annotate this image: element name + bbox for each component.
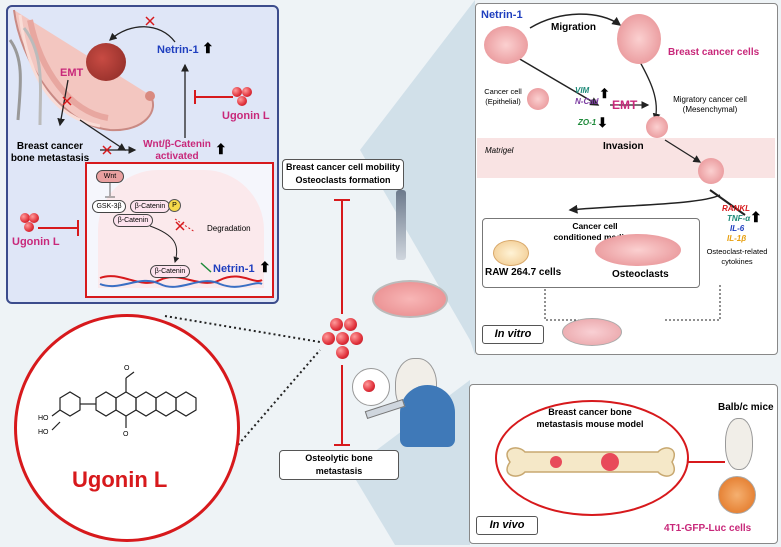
cancer-cell-cluster-1 bbox=[484, 26, 528, 64]
balb-label: Balb/c mice bbox=[718, 402, 774, 413]
svg-text:HO: HO bbox=[38, 415, 49, 422]
up-arrow-icon: ⬆ bbox=[215, 141, 227, 157]
invasion-label: Invasion bbox=[603, 141, 644, 152]
cells-label: 4T1-GFP-Luc cells bbox=[664, 523, 752, 534]
balb-mouse-icon bbox=[725, 418, 753, 470]
gsk-pill: GSK-3β bbox=[92, 200, 126, 213]
degradation-label: Degradation bbox=[207, 224, 251, 233]
matrigel-label: Matrigel bbox=[485, 146, 514, 155]
bcat-pill-3: β-Catenin bbox=[150, 265, 190, 278]
raw-cells-icon bbox=[493, 240, 529, 266]
migration-label: Migration bbox=[551, 22, 596, 33]
center-cell-5 bbox=[350, 332, 363, 345]
center-cell-6 bbox=[336, 346, 349, 359]
rankl-label: RANKL bbox=[722, 204, 750, 213]
center-cell-2 bbox=[344, 318, 357, 331]
epithelial-label: Cancer cell(Epithelial) bbox=[484, 87, 522, 106]
netrin-label-topleft: Netrin-1 bbox=[157, 44, 199, 56]
tumor-icon bbox=[86, 43, 126, 81]
center-cell-3 bbox=[322, 332, 335, 345]
up-arrow-icon: ⬆ bbox=[202, 40, 214, 56]
emt-label-topleft: EMT bbox=[60, 67, 84, 79]
pipette-icon bbox=[396, 190, 406, 260]
tumor-cells-icon bbox=[718, 476, 756, 514]
ugonin-label-left: Ugonin L bbox=[12, 236, 60, 248]
svg-text:HO: HO bbox=[38, 429, 49, 436]
ugonin-cell-4 bbox=[20, 213, 30, 223]
small-dish-icon bbox=[562, 318, 622, 346]
osteoclasts-label: Osteoclasts bbox=[612, 269, 669, 280]
up-arrow-icon: ⬆ bbox=[750, 209, 762, 225]
glove-hand-icon bbox=[400, 385, 455, 447]
in-vivo-label: In vivo bbox=[476, 516, 538, 535]
syringe-cells-bubble bbox=[352, 368, 390, 406]
phospho-badge: P bbox=[168, 199, 181, 212]
ncad-label: N-Cad bbox=[575, 97, 599, 106]
petri-dish-icon bbox=[372, 280, 448, 318]
center-cell-1 bbox=[330, 318, 343, 331]
migratory-label: Migratory cancer cell(Mesenchymal) bbox=[673, 95, 747, 114]
osteoclast-icon bbox=[595, 234, 681, 266]
up-arrow-icon: ⬆ bbox=[259, 259, 271, 275]
il1b-label: IL-1β bbox=[727, 234, 747, 243]
netrin-label-invitro: Netrin-1 bbox=[481, 9, 523, 21]
cancer-cell-cluster-2 bbox=[617, 14, 661, 64]
tnf-label: TNF-α bbox=[727, 214, 751, 223]
ugonin-cell-3 bbox=[237, 96, 247, 106]
bcat-pill-2: β-Catenin bbox=[113, 214, 153, 227]
ugonin-cell-1 bbox=[232, 87, 242, 97]
ugonin-circle-label: Ugonin L bbox=[72, 467, 168, 492]
bcat-pill-1: β-Catenin bbox=[130, 200, 170, 213]
center-cell-4 bbox=[336, 332, 349, 345]
epithelial-cell-icon bbox=[527, 88, 549, 110]
ugonin-cell-5 bbox=[29, 213, 39, 223]
svg-text:O: O bbox=[123, 431, 129, 438]
bubble-cell bbox=[363, 380, 375, 392]
ugonin-label-right: Ugonin L bbox=[222, 110, 270, 122]
migratory-cell-icon bbox=[646, 116, 668, 138]
netrin-label-pathway: Netrin-1 bbox=[213, 263, 255, 275]
svg-text:O: O bbox=[124, 365, 130, 372]
zo1-label: ZO-1 bbox=[578, 118, 597, 127]
wnt-pill: Wnt bbox=[96, 170, 124, 183]
ugonin-structure-circle bbox=[14, 314, 240, 542]
matrigel-band bbox=[477, 138, 775, 178]
down-arrow-icon: ⬇ bbox=[597, 115, 608, 130]
in-vitro-label: In vitro bbox=[482, 325, 544, 344]
ugonin-cell-2 bbox=[242, 87, 252, 97]
invading-cell-icon bbox=[698, 158, 724, 184]
breast-cells-label: Breast cancer cells bbox=[668, 47, 760, 58]
emt-label-invitro: EMT bbox=[612, 98, 638, 112]
il6-label: IL-6 bbox=[730, 224, 745, 233]
vim-label: VIM bbox=[575, 86, 590, 95]
raw-label: RAW 264.7 cells bbox=[485, 267, 562, 278]
ugonin-cell-6 bbox=[24, 222, 34, 232]
up-arrow-icon: ⬆ bbox=[599, 86, 610, 101]
